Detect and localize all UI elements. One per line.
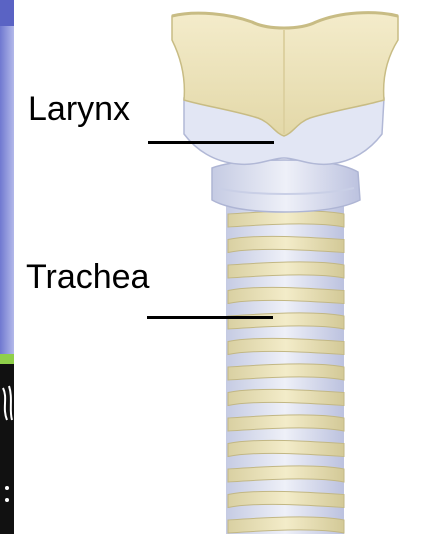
- background-slide-strip: [0, 0, 14, 534]
- leader-line-larynx: [148, 141, 274, 144]
- slide-blue-top-bar: [0, 0, 14, 26]
- larynx-illustration: [172, 13, 398, 212]
- cricoid-cartilage: [212, 160, 360, 212]
- leader-line-trachea: [147, 316, 273, 319]
- label-trachea: Trachea: [26, 260, 149, 294]
- slide-dot: [5, 498, 9, 502]
- slide-green-bar: [0, 354, 14, 364]
- slide-dark-panel: [0, 364, 14, 534]
- slide-blue-panel: [0, 0, 14, 356]
- slide-dot: [5, 486, 9, 490]
- label-larynx: Larynx: [28, 92, 130, 126]
- trachea-illustration: [226, 200, 344, 534]
